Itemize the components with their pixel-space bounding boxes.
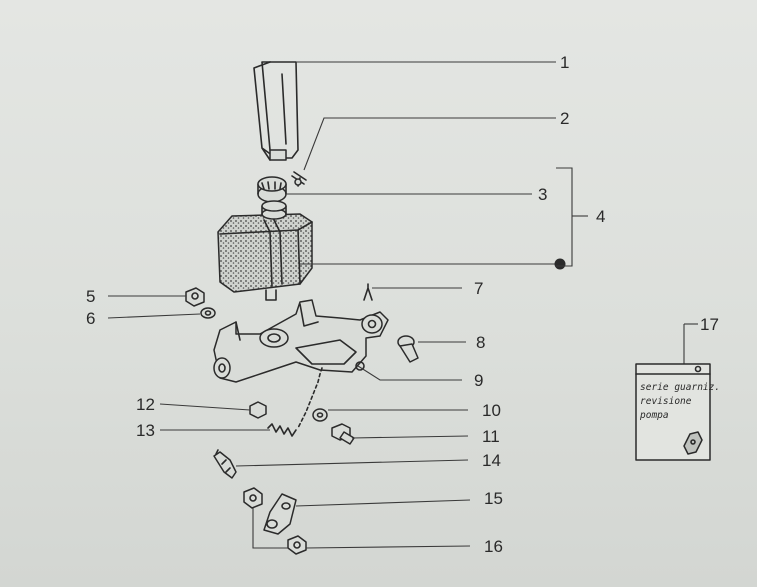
callout-11: 11 bbox=[482, 427, 500, 446]
callout-4: 4 bbox=[596, 207, 605, 226]
callout-5: 5 bbox=[86, 287, 95, 306]
callout-numbers: 1 2 3 4 5 6 7 8 9 10 11 12 13 14 15 16 1… bbox=[86, 53, 719, 556]
callout-14: 14 bbox=[482, 451, 501, 470]
callout-17: 17 bbox=[700, 315, 719, 334]
callout-15: 15 bbox=[484, 489, 503, 508]
small-nut-part bbox=[249, 401, 267, 419]
callout-7: 7 bbox=[474, 279, 483, 298]
callout-9: 9 bbox=[474, 371, 483, 390]
callout-6: 6 bbox=[86, 309, 95, 328]
spring-part bbox=[267, 423, 297, 437]
callout-13: 13 bbox=[136, 421, 155, 440]
callout-10: 10 bbox=[482, 401, 501, 420]
kit-line-2: revisione bbox=[640, 396, 692, 407]
leader-lines bbox=[107, 61, 698, 549]
small-washer-part bbox=[312, 408, 328, 422]
washer-part bbox=[200, 307, 216, 319]
callout-16: 16 bbox=[484, 537, 503, 556]
dot-marker bbox=[554, 258, 566, 270]
master-cylinder-part bbox=[213, 299, 389, 429]
reservoir-tank-part bbox=[217, 200, 313, 301]
screw-part bbox=[291, 171, 307, 187]
cotter-pin-part bbox=[363, 283, 373, 301]
pin-part bbox=[397, 335, 419, 363]
bolt-part bbox=[331, 423, 355, 445]
callout-3: 3 bbox=[538, 185, 547, 204]
bracket-part bbox=[263, 493, 297, 535]
nut-part bbox=[185, 287, 205, 307]
kit-line-3: pompa bbox=[639, 410, 669, 421]
callout-1: 1 bbox=[560, 53, 569, 72]
upper-nut-part bbox=[243, 487, 263, 509]
seal-kit-card: serie guarniz. revisione pompa bbox=[635, 363, 720, 461]
callout-12: 12 bbox=[136, 395, 155, 414]
bleed-valve-part bbox=[213, 449, 237, 479]
kit-line-1: serie guarniz. bbox=[640, 382, 720, 393]
callout-2: 2 bbox=[560, 109, 569, 128]
lower-nut-part bbox=[287, 535, 307, 555]
reservoir-cap-part bbox=[257, 176, 287, 203]
callout-8: 8 bbox=[476, 333, 485, 352]
strap-part bbox=[253, 61, 299, 161]
